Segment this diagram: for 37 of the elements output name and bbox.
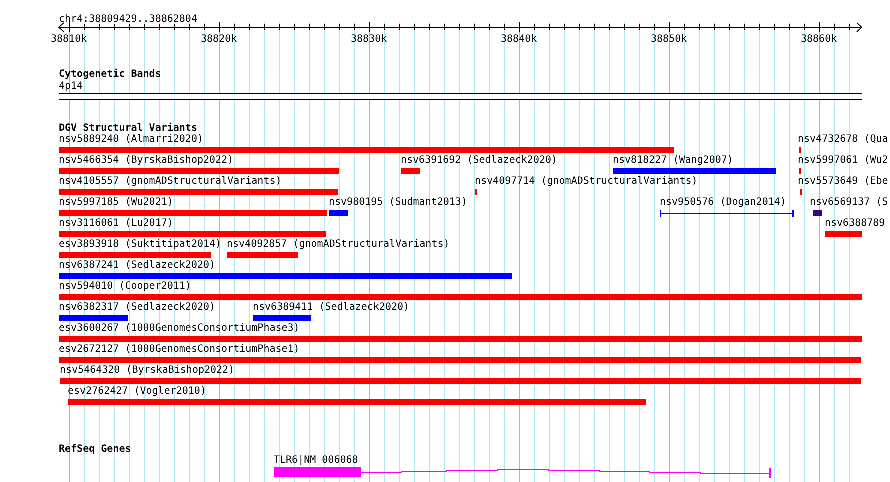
feature-label: esv3893918 (Suktitipat2014) <box>59 238 222 251</box>
feature-label: nsv5997185 (Wu2021) <box>59 196 174 209</box>
tick-label: 38840k <box>501 33 538 46</box>
feature-label: nsv5466354 (ByrskaBishop2022) <box>59 154 234 167</box>
band-label: 4p14 <box>59 80 84 93</box>
tick-label: 38820k <box>201 33 238 46</box>
feature-label: nsv4732678 (Qua <box>798 133 888 146</box>
feature-label: nsv6389411 (Sedlazeck2020) <box>253 301 410 314</box>
feature-label: nsv6387241 (Sedlazeck2020) <box>59 259 216 272</box>
feature-label: nsv818227 (Wang2007) <box>613 154 734 167</box>
feature-label: nsv5997061 (Wu2 <box>798 154 888 167</box>
feature-label: nsv4097714 (gnomADStructuralVariants) <box>475 175 698 188</box>
feature-label: nsv4105557 (gnomADStructuralVariants) <box>59 175 282 188</box>
track-title: DGV Structural Variants <box>59 122 198 134</box>
feature-label: nsv594010 (Cooper2011) <box>59 280 192 293</box>
track-title: Cytogenetic Bands <box>59 68 162 81</box>
track-title: RefSeq Genes <box>59 443 132 456</box>
gene-label: TLR6|NM_006068 <box>274 454 358 467</box>
tick-label: 38860k <box>801 33 838 46</box>
feature-label: nsv5464320 (ByrskaBishop2022) <box>60 364 235 377</box>
region-coordinates: chr4:38809429..38862804 <box>59 13 198 26</box>
feature-label: esv2672127 (1000GenomesConsortiumPhase1) <box>59 343 300 356</box>
feature-label: nsv5889240 (Almarri2020) <box>59 133 204 146</box>
feature-label: nsv3116061 (Lu2017) <box>59 217 174 230</box>
feature-label: esv3600267 (1000GenomesConsortiumPhase3) <box>59 322 300 335</box>
feature-label: nsv5573649 (Ebe <box>798 175 888 188</box>
feature-label: nsv6569137 (S <box>810 196 888 209</box>
feature-label: nsv950576 (Dogan2014) <box>660 196 786 209</box>
feature-label: nsv6382317 (Sedlazeck2020) <box>59 301 216 314</box>
feature-label: esv2762427 (Vogler2010) <box>68 385 206 398</box>
feature-label: nsv6391692 (Sedlazeck2020) <box>401 154 558 167</box>
tick-label: 38810k <box>51 33 88 46</box>
feature-label: nsv4092857 (gnomADStructuralVariants) <box>227 238 450 251</box>
tick-label: 38850k <box>651 33 688 46</box>
tick-label: 38830k <box>351 33 388 46</box>
feature-label: nsv980195 (Sudmant2013) <box>329 196 468 209</box>
feature-label: nsv6388789 <box>825 217 886 230</box>
